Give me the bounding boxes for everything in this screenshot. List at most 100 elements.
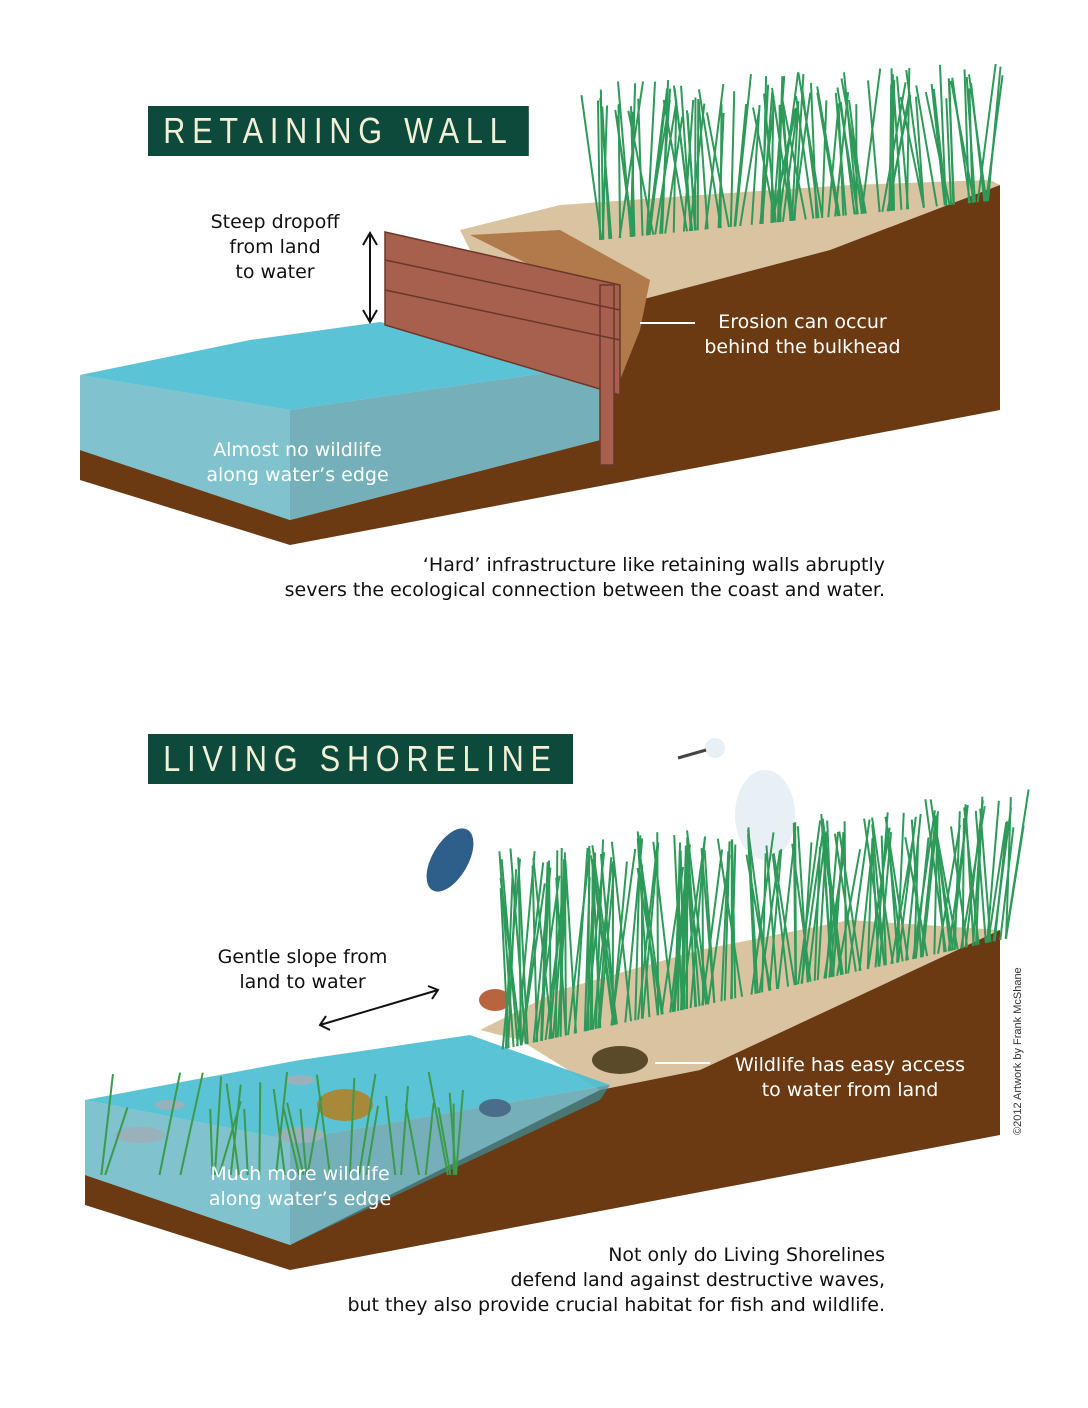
label-line: Almost no wildlife xyxy=(213,439,382,461)
blue-crab-icon xyxy=(479,1099,511,1117)
grass-blade xyxy=(881,82,907,212)
grass-blade xyxy=(834,92,847,216)
caption-line: but they also provide crucial habitat fo… xyxy=(347,1294,885,1316)
marsh-grass xyxy=(498,789,1030,1050)
grass-blade xyxy=(680,85,692,231)
sandpiper-icon xyxy=(479,989,511,1011)
grass-blade xyxy=(229,1084,242,1176)
grass-blade xyxy=(974,796,984,946)
grass-blade xyxy=(758,850,781,994)
grass-blade xyxy=(104,1107,129,1176)
grass-blade xyxy=(739,109,761,227)
label-line: to water xyxy=(235,261,315,283)
grass-blade xyxy=(761,76,768,224)
bulkhead-wall xyxy=(384,231,621,466)
grass-blade xyxy=(880,835,887,966)
grass-blade xyxy=(821,818,844,975)
grass-blade xyxy=(365,1105,379,1176)
grass-blade xyxy=(697,89,722,229)
grass-blade xyxy=(965,76,977,203)
grass-blade xyxy=(734,74,752,227)
grass-blade xyxy=(945,98,953,205)
erosion-pocket xyxy=(470,230,650,380)
grass-blade xyxy=(573,847,589,1034)
grass-blade xyxy=(424,1102,435,1176)
water-side xyxy=(290,1085,610,1245)
caption-living-shoreline: Not only do Living Shorelines defend lan… xyxy=(200,1243,885,1318)
label-line: Wildlife has easy access xyxy=(734,1054,966,1076)
grass-blade xyxy=(455,1090,464,1176)
artwork-credit: ©2012 Artwork by Frank McShane xyxy=(1012,967,1024,1135)
grass-blade xyxy=(705,112,730,228)
grass-blade xyxy=(797,72,824,218)
grass-blade xyxy=(770,96,775,223)
grass-blade xyxy=(950,826,969,948)
grass-blade xyxy=(645,81,657,236)
label-line: land to water xyxy=(239,971,366,993)
grass-blade xyxy=(315,1074,332,1176)
label-no-wildlife: Almost no wildlife along water’s edge xyxy=(185,438,410,488)
grass-blade xyxy=(599,97,613,239)
grass-blade xyxy=(507,869,518,1049)
grass-blade xyxy=(912,810,936,960)
grass-blade xyxy=(580,95,603,240)
caption-retaining-wall: ‘Hard’ infrastructure like retaining wal… xyxy=(200,553,885,603)
grass-blade xyxy=(924,799,947,953)
grass-blade xyxy=(747,827,759,994)
grass-blade xyxy=(243,1108,249,1176)
grass-blade xyxy=(719,104,723,228)
label-line: along water’s edge xyxy=(208,1188,392,1210)
grass-blade xyxy=(896,812,905,963)
water-side xyxy=(290,365,600,520)
grass-blade xyxy=(225,1083,240,1176)
grass-blade xyxy=(884,816,910,961)
section-title-retaining-wall: RETAINING WALL xyxy=(148,106,529,156)
soil-block xyxy=(85,930,1000,1270)
grass-blade xyxy=(986,800,1000,943)
grass-blade xyxy=(790,101,800,221)
grass-blade xyxy=(437,1107,452,1176)
grass-blade xyxy=(915,85,938,207)
grass-blade xyxy=(793,73,805,221)
fish-icon xyxy=(115,1075,325,1143)
grass-blade xyxy=(664,116,684,234)
grass-blade xyxy=(794,822,797,985)
grass-blade xyxy=(899,96,925,208)
grass-blade xyxy=(961,818,965,949)
grass-blade xyxy=(816,86,841,217)
grass-blade xyxy=(987,822,1008,943)
grass-blade xyxy=(677,851,681,1011)
kingfisher-icon xyxy=(426,828,474,892)
grass-blade xyxy=(729,91,736,227)
caption-line: defend land against destructive waves, xyxy=(510,1269,885,1291)
grass-blade xyxy=(937,824,961,954)
grass-blade xyxy=(661,80,670,234)
grass-blade xyxy=(863,818,886,966)
grass-blade xyxy=(821,100,828,218)
grass-blade xyxy=(179,1072,204,1176)
grass-blade xyxy=(801,842,813,984)
grass-blade xyxy=(498,851,515,1048)
grass-blade xyxy=(772,75,786,223)
grass-blade xyxy=(630,106,636,237)
grass-blade xyxy=(637,98,644,236)
grass-blade xyxy=(700,848,716,1003)
caption-line: Not only do Living Shorelines xyxy=(608,1244,885,1266)
grass-blade xyxy=(816,92,839,217)
grass-blade xyxy=(599,853,617,1025)
seagrass xyxy=(100,1071,464,1176)
grass-blade xyxy=(778,104,782,222)
label-erosion: Erosion can occur behind the bulkhead xyxy=(690,310,915,360)
grass-blade xyxy=(768,848,783,991)
retaining-wall-illustration xyxy=(80,63,1004,545)
grass-blade xyxy=(992,807,1012,942)
grass-blade xyxy=(213,1076,223,1176)
grass-blade xyxy=(617,104,622,238)
water-top xyxy=(85,1035,610,1140)
grass-blade xyxy=(720,851,730,1002)
grass-blade xyxy=(590,855,615,1026)
grass-blade xyxy=(821,833,843,976)
label-line: to water from land xyxy=(761,1079,939,1101)
grass-blade xyxy=(158,1072,182,1176)
grass-blade xyxy=(949,80,976,203)
